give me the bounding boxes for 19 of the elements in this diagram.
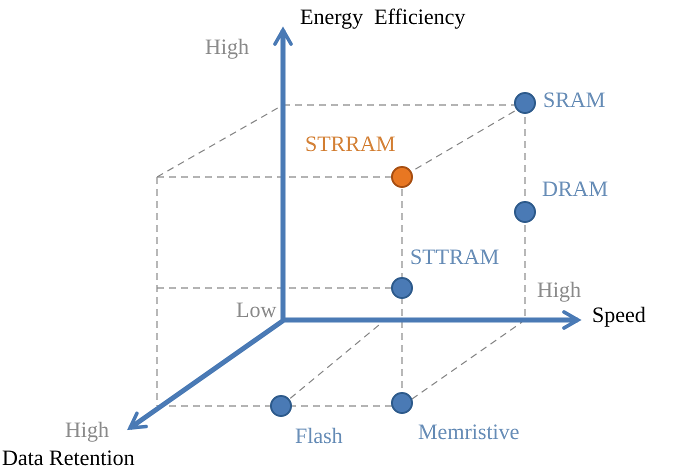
data-point-marker [270, 395, 292, 417]
point-label: STRRAM [305, 132, 396, 156]
axis-title: Speed [592, 303, 646, 328]
point-label: DRAM [542, 177, 608, 202]
point-label: SRAM [543, 88, 606, 112]
data-point-marker [391, 166, 413, 188]
axis-level-label: High [205, 35, 249, 60]
axis-title: Energy Efficiency [300, 5, 466, 30]
axis-level-label: High [537, 278, 581, 302]
data-point-marker [514, 201, 536, 223]
point-label: Flash [295, 424, 343, 448]
axis-title: Data Retention [2, 446, 135, 470]
axis-level-label: Low [236, 298, 276, 322]
data-point-marker [514, 92, 536, 114]
axis-level-label: High [65, 418, 109, 442]
point-label: Memristive [418, 420, 520, 444]
point-label: STTRAM [410, 245, 500, 270]
data-point-marker [391, 277, 413, 299]
data-point-marker [391, 392, 413, 414]
